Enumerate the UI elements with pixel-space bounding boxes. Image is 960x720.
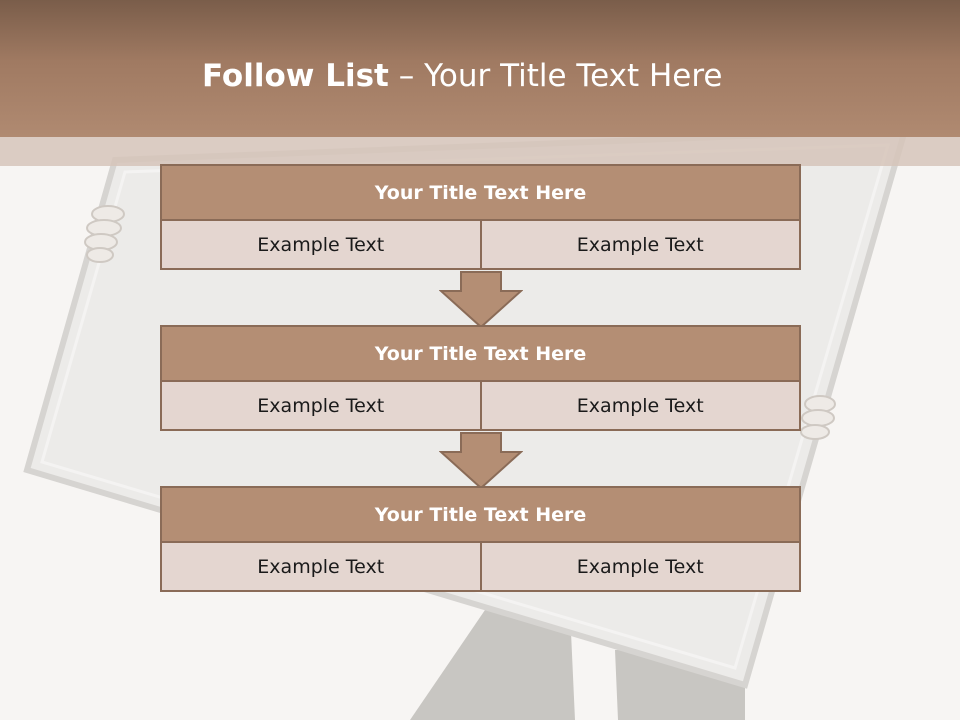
block-title: Your Title Text Here bbox=[160, 325, 801, 382]
header-accent-strip bbox=[0, 137, 960, 166]
block-cell-left: Example Text bbox=[160, 221, 482, 270]
block-title: Your Title Text Here bbox=[160, 164, 801, 221]
block-cell-left: Example Text bbox=[160, 543, 482, 592]
block-cell-right: Example Text bbox=[481, 221, 801, 270]
block-cell-left: Example Text bbox=[160, 382, 482, 431]
block-cell-right: Example Text bbox=[481, 382, 801, 431]
slide-title-separator: – bbox=[388, 58, 425, 94]
block-row: Example Text Example Text bbox=[160, 382, 801, 431]
block-title: Your Title Text Here bbox=[160, 486, 801, 543]
slide-title-rest: Your Title Text Here bbox=[424, 58, 723, 94]
header-band bbox=[0, 0, 960, 137]
slide-title: Follow List – Your Title Text Here bbox=[202, 54, 722, 98]
list-block-3: Your Title Text Here Example Text Exampl… bbox=[160, 486, 801, 592]
list-block-2: Your Title Text Here Example Text Exampl… bbox=[160, 325, 801, 431]
down-arrow-icon bbox=[439, 271, 523, 329]
list-block-1: Your Title Text Here Example Text Exampl… bbox=[160, 164, 801, 270]
block-row: Example Text Example Text bbox=[160, 221, 801, 270]
slide-title-bold: Follow List bbox=[202, 58, 389, 94]
block-row: Example Text Example Text bbox=[160, 543, 801, 592]
block-cell-right: Example Text bbox=[481, 543, 801, 592]
down-arrow-icon bbox=[439, 432, 523, 490]
